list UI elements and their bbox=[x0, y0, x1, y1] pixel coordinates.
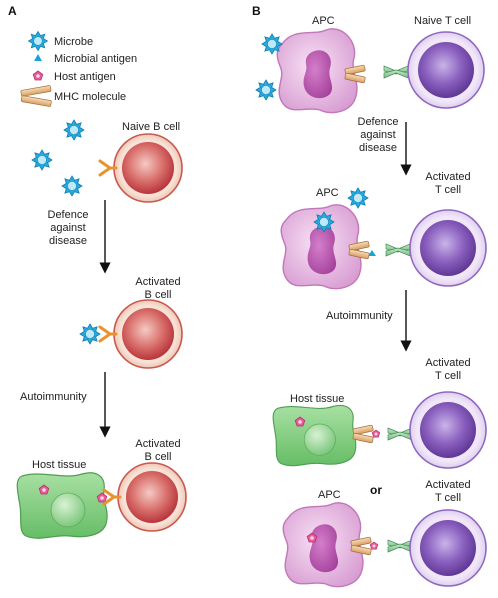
activated-b-cell-2 bbox=[117, 462, 187, 532]
host-tissue-cell-b bbox=[272, 404, 357, 467]
activated-t-cell-2-label-line-1: Activated bbox=[425, 357, 470, 369]
t-cell-receptor-icon bbox=[387, 539, 413, 553]
t-cell-receptor-icon bbox=[387, 427, 413, 441]
legend: Microbe Microbial antigen Host antigen M… bbox=[20, 31, 137, 107]
naive-t-cell bbox=[407, 31, 485, 109]
defence-b-label-line-1: Defence bbox=[358, 116, 399, 128]
activated-b-cell-2-label-line-1: Activated bbox=[135, 438, 180, 450]
activated-t-cell-3-label-line-2: T cell bbox=[435, 492, 461, 504]
microbial-antigen-icon bbox=[368, 250, 376, 256]
legend-microbial-antigen-icon bbox=[34, 54, 42, 61]
autoimmunity-b-label: Autoimmunity bbox=[326, 310, 393, 322]
legend-host-antigen-icon bbox=[32, 70, 44, 81]
activated-b-cell-label-line-2: B cell bbox=[145, 289, 172, 301]
microbe-icon bbox=[61, 175, 83, 197]
microbe-icon bbox=[313, 211, 335, 233]
apc-bottom-label: APC bbox=[318, 489, 341, 501]
defence-label-line-3: disease bbox=[49, 235, 87, 247]
legend-mhc-icon bbox=[20, 85, 52, 107]
defence-label-line-1: Defence bbox=[48, 209, 89, 221]
microbe-icon bbox=[31, 149, 53, 171]
apc-bottom bbox=[282, 502, 364, 588]
activated-t-cell-1-label-line-2: T cell bbox=[435, 184, 461, 196]
apc-top-label: APC bbox=[312, 15, 335, 27]
host-antigen-icon bbox=[369, 541, 379, 550]
t-cell-receptor-icon bbox=[385, 243, 411, 257]
legend-microbial-antigen-label: Microbial antigen bbox=[54, 53, 137, 65]
microbe-icon bbox=[255, 79, 277, 101]
autoimmunity-label: Autoimmunity bbox=[20, 391, 87, 403]
defence-b-label-line-2: against bbox=[360, 129, 395, 141]
microbe-icon bbox=[261, 33, 283, 55]
defence-b-label-line-3: disease bbox=[359, 142, 397, 154]
activated-t-cell-1 bbox=[409, 209, 487, 287]
activated-b-cell-label-line-1: Activated bbox=[135, 276, 180, 288]
apc-mid-label: APC bbox=[316, 187, 339, 199]
host-tissue-cell bbox=[16, 472, 108, 539]
t-cell-receptor-icon bbox=[383, 65, 409, 79]
activated-b-cell bbox=[113, 299, 183, 369]
legend-microbe-icon bbox=[28, 31, 48, 51]
legend-host-antigen-label: Host antigen bbox=[54, 71, 116, 83]
legend-microbe-label: Microbe bbox=[54, 36, 93, 48]
naive-t-cell-label: Naive T cell bbox=[414, 15, 471, 27]
activated-t-cell-2 bbox=[409, 391, 487, 469]
legend-mhc-label: MHC molecule bbox=[54, 91, 126, 103]
panel-label-b: B bbox=[252, 4, 261, 18]
activated-t-cell-3-label-line-1: Activated bbox=[425, 479, 470, 491]
naive-b-cell-label: Naive B cell bbox=[122, 121, 180, 133]
naive-b-cell bbox=[113, 133, 183, 203]
microbe-icon bbox=[347, 187, 369, 209]
activated-b-cell-2-label-line-2: B cell bbox=[145, 451, 172, 463]
activated-t-cell-3 bbox=[409, 509, 487, 587]
host-antigen-icon bbox=[371, 429, 381, 438]
host-tissue-label: Host tissue bbox=[32, 459, 86, 471]
defence-label-line-2: against bbox=[50, 222, 85, 234]
panel-label-a: A bbox=[8, 4, 17, 18]
activated-t-cell-1-label-line-1: Activated bbox=[425, 171, 470, 183]
microbe-icon bbox=[63, 119, 85, 141]
or-label: or bbox=[370, 483, 382, 497]
bound-microbe-icon bbox=[79, 323, 101, 345]
host-tissue-b-label: Host tissue bbox=[290, 393, 344, 405]
activated-t-cell-2-label-line-2: T cell bbox=[435, 370, 461, 382]
